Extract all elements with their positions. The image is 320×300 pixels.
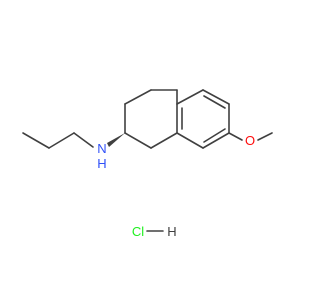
bond (228, 132, 243, 141)
bond (124, 89, 152, 105)
molecule-skeleton (22, 89, 273, 149)
bond (22, 132, 50, 149)
bond (48, 132, 75, 149)
oxygen-label: O (245, 133, 255, 148)
bond (202, 89, 230, 105)
structure-canvas: O N H Cl H (22, 89, 273, 239)
bond (73, 132, 94, 148)
bond (257, 132, 273, 141)
nitrogen-label: N (97, 141, 106, 156)
nitrogen-hydrogen-label: H (97, 156, 106, 171)
bond (203, 95, 226, 109)
hydrogen-label: H (167, 224, 176, 239)
chlorine-label: Cl (132, 224, 144, 239)
atom-labels: O N H (97, 133, 255, 171)
bond (176, 132, 204, 149)
hydrochloride-salt: Cl H (132, 224, 177, 239)
bond (150, 132, 178, 149)
bond (124, 132, 152, 149)
bond (176, 89, 204, 105)
bond (202, 132, 230, 149)
wedge-bond (107, 133, 125, 147)
bond (203, 128, 226, 143)
